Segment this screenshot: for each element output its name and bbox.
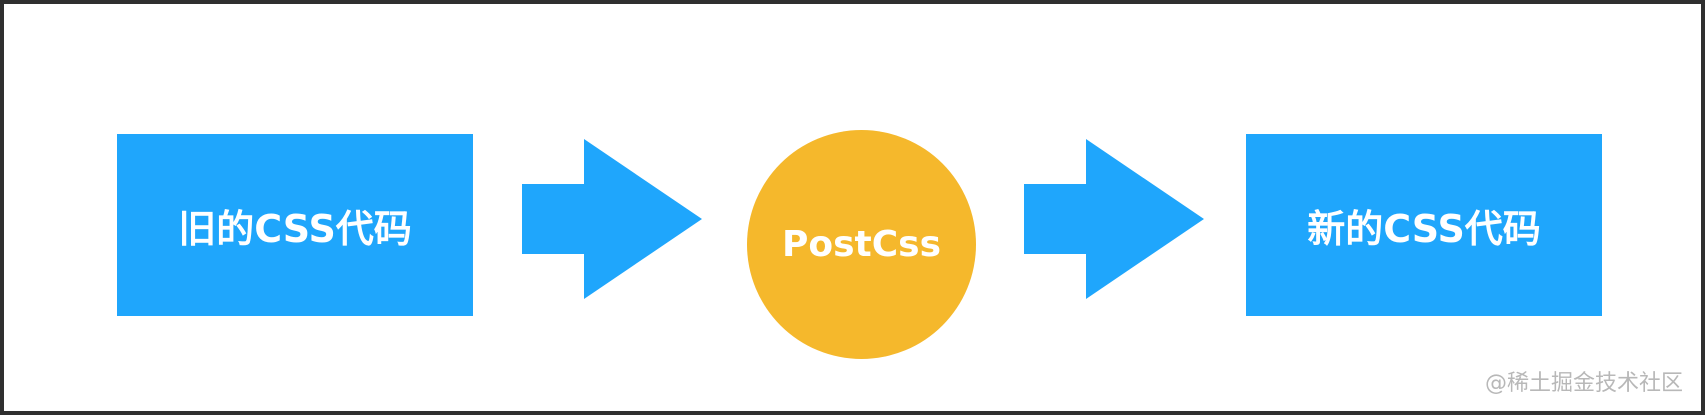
diagram-canvas: 旧的CSS代码 PostCss 新的CSS代码 @稀土掘金技术社区 (4, 4, 1701, 411)
arrow-1-shape (522, 139, 702, 299)
postcss-circle: PostCss (747, 130, 976, 359)
right-arrow-icon (1024, 139, 1204, 299)
source-css-label: 旧的CSS代码 (178, 206, 412, 251)
output-css-label: 新的CSS代码 (1307, 206, 1541, 251)
arrow-2-shape (1024, 139, 1204, 299)
source-css-box: 旧的CSS代码 (117, 134, 473, 316)
watermark: @稀土掘金技术社区 (1484, 371, 1683, 396)
postcss-label: PostCss (781, 224, 942, 265)
right-arrow-icon (522, 139, 702, 299)
output-css-box: 新的CSS代码 (1246, 134, 1602, 316)
